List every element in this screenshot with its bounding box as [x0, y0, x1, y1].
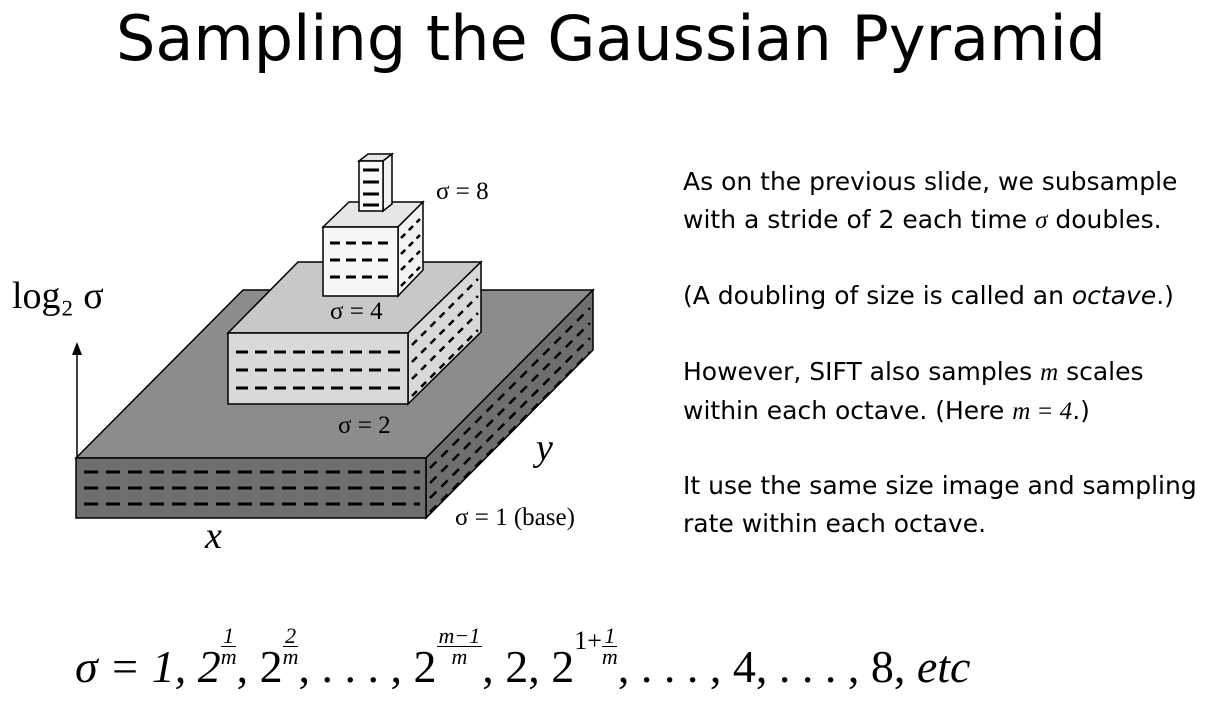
level4-side-dashes	[400, 218, 421, 287]
base-front-dashes	[84, 470, 420, 506]
level-label-2: σ = 2	[338, 412, 391, 439]
paragraph-line: It use the same size image and sampling	[683, 471, 1197, 500]
paragraph-sift-scales: However, SIFT also samples m scales with…	[683, 353, 1144, 431]
slide-title: Sampling the Gaussian Pyramid	[115, 2, 1107, 75]
axis-label-x: x	[204, 515, 222, 557]
level4-front-dashes	[330, 241, 394, 279]
level-label-4: σ = 4	[330, 298, 383, 325]
level8-dashes	[363, 168, 379, 207]
axis-label-y: y	[532, 427, 553, 469]
level-label-base: σ = 1 (base)	[455, 504, 575, 531]
octave-term: octave	[1071, 281, 1157, 310]
log-sigma-axis-arrow	[72, 342, 82, 458]
paragraph-line: within each octave. (Here m = 4.)	[683, 396, 1090, 425]
m-equals-4: m = 4	[1012, 398, 1073, 425]
pyramid-level-4	[321, 200, 425, 298]
sigma-symbol: σ	[1035, 207, 1048, 234]
base-side-dashes	[429, 307, 591, 513]
paragraph-line: rate within each octave.	[683, 509, 987, 538]
paragraph-line: However, SIFT also samples m scales	[683, 357, 1144, 386]
axis-label-log-sigma: log₂ σ	[12, 275, 104, 317]
paragraph-line: As on the previous slide, we subsample	[683, 167, 1178, 196]
level2-side-dashes	[411, 278, 479, 397]
level2-front-dashes	[236, 350, 404, 390]
paragraph-line: with a stride of 2 each time σ doubles.	[683, 205, 1162, 234]
paragraph-subsample: As on the previous slide, we subsample w…	[683, 163, 1177, 240]
m-symbol: m	[1040, 359, 1059, 386]
level-label-8: σ = 8	[436, 178, 489, 205]
paragraph-octave: (A doubling of size is called an octave.…	[683, 281, 1174, 310]
paragraph-sampling-rate: It use the same size image and sampling …	[683, 467, 1197, 543]
